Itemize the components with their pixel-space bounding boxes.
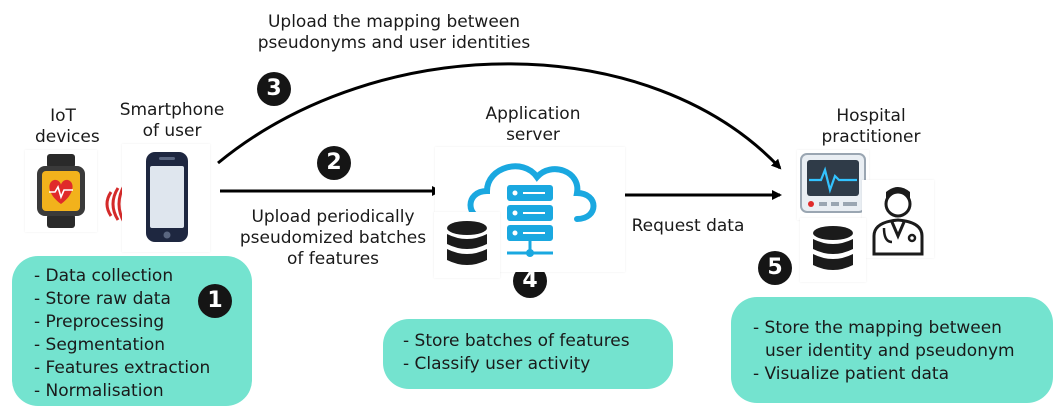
task-item: Data collection bbox=[34, 265, 252, 288]
device-tasks-box: Data collection Store raw data Preproces… bbox=[12, 256, 252, 406]
mapping-upload-arrow bbox=[217, 62, 782, 170]
task-item: Normalisation bbox=[34, 380, 252, 403]
smartwatch-icon bbox=[37, 154, 85, 228]
step-badge-2: 2 bbox=[317, 146, 351, 180]
task-item: user identity and pseudonym bbox=[753, 340, 1053, 363]
smartphone-icon bbox=[146, 152, 188, 242]
iot-device-card bbox=[25, 150, 97, 232]
server-database-card bbox=[434, 212, 500, 278]
task-item: Store batches of features bbox=[403, 330, 673, 353]
task-item: Visualize patient data bbox=[753, 363, 1053, 386]
monitor-card bbox=[797, 150, 869, 220]
smartphone-card bbox=[122, 144, 210, 252]
patient-monitor-icon bbox=[800, 153, 866, 213]
hospital-tasks-box: Store the mapping between user identity … bbox=[731, 297, 1053, 403]
step-badge-1: 1 bbox=[198, 284, 232, 318]
doctor-icon bbox=[872, 187, 924, 256]
task-item: Classify user activity bbox=[403, 353, 673, 376]
task-item: Features extraction bbox=[34, 357, 252, 380]
task-item: Store raw data bbox=[34, 288, 252, 311]
cloud-server-icon bbox=[467, 163, 597, 257]
task-item: Store the mapping between bbox=[753, 317, 1053, 340]
task-item: Segmentation bbox=[34, 334, 252, 357]
hospital-database-card bbox=[800, 218, 866, 282]
task-item-continuation: user identity and pseudonym bbox=[765, 341, 1015, 361]
server-database-icon bbox=[447, 221, 487, 265]
request-data-label: Request data bbox=[631, 216, 745, 236]
step-badge-3: 3 bbox=[257, 72, 291, 106]
step-badge-5: 5 bbox=[758, 251, 792, 285]
doctor-card bbox=[862, 180, 934, 258]
hospital-database-icon bbox=[813, 226, 853, 270]
server-tasks-box: Store batches of features Classify user … bbox=[383, 319, 673, 389]
task-item: Preprocessing bbox=[34, 311, 252, 334]
